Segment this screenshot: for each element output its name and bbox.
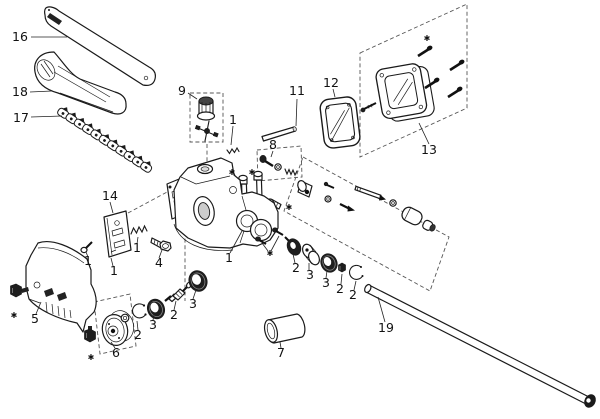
- clamp-sleeve: [263, 313, 306, 344]
- part-label-20: 1: [225, 250, 233, 265]
- asterisk-mark-1: ✱: [249, 168, 256, 177]
- tie-rod: [261, 126, 297, 142]
- assembly-axis-dash: [127, 190, 170, 214]
- guide-bar: [44, 6, 156, 86]
- part-label-21: 2: [292, 260, 300, 275]
- asterisk-mark-0: ✱: [229, 168, 236, 177]
- oil-pump: [194, 96, 219, 142]
- tension-spring: [130, 224, 148, 235]
- saw-chain: [55, 103, 156, 174]
- gear-head-cover: [360, 63, 435, 122]
- part-label-25: 2: [349, 287, 357, 302]
- asterisk-mark-4: ✱: [11, 311, 18, 320]
- part-label-10: 1: [84, 253, 92, 268]
- bearing: [320, 253, 338, 273]
- part-label-11: 1: [110, 263, 118, 278]
- bolt-4: [150, 237, 172, 252]
- group-box-gear-head-cover: [359, 3, 468, 158]
- gear-head-gasket: [319, 96, 361, 149]
- part-label-19: 3: [189, 296, 197, 311]
- part-label-17: 3: [149, 317, 157, 332]
- part-label-9: 14: [102, 188, 118, 203]
- output-gear: [302, 243, 320, 266]
- asterisk-mark-5: ✱: [88, 353, 95, 362]
- asterisk-mark-6: ✱: [424, 34, 431, 43]
- part-label-14: 5: [31, 311, 39, 326]
- group-box-hardware-8: [256, 145, 303, 182]
- part-label-8: 8: [269, 137, 277, 152]
- group-box-drum: [93, 293, 137, 355]
- part-label-2: 17: [13, 110, 29, 125]
- hardware-set-8: [259, 155, 298, 177]
- bar-mounting-plate: [103, 210, 132, 258]
- asterisk-marks: ✱ ✱ ✱ ✱ ✱ ✱ ✱: [11, 34, 431, 362]
- part-label-22: 3: [306, 267, 314, 282]
- circlip: [132, 303, 147, 319]
- sprocket-cover: [25, 241, 97, 333]
- drum-washer: [120, 313, 130, 323]
- part-label-0: 16: [12, 29, 28, 44]
- pole-shaft: [364, 283, 596, 408]
- clamp-screws: [255, 227, 284, 252]
- part-label-23: 3: [322, 275, 330, 290]
- output-bearing: [284, 236, 302, 256]
- part-label-6: 12: [323, 75, 339, 90]
- part-label-26: 7: [277, 345, 285, 360]
- circlip: [349, 264, 364, 280]
- clutch-drum: [101, 310, 134, 346]
- part-label-3: 9: [178, 83, 186, 98]
- part-label-24: 2: [336, 281, 344, 296]
- cover-nut: [84, 326, 96, 343]
- part-label-27: 19: [378, 320, 394, 335]
- dashed-group-boxes: [93, 3, 468, 355]
- bar-nut: [10, 283, 29, 298]
- group-box-drive-shaft-set: [283, 156, 450, 292]
- shaft-nut: [338, 262, 346, 273]
- part-label-12: 1: [133, 240, 141, 255]
- asterisk-mark-2: ✱: [286, 203, 293, 212]
- gearbox-housing: [166, 157, 279, 251]
- part-label-16: 2: [134, 327, 142, 342]
- part-label-15: 6: [112, 345, 120, 360]
- bar-cover: [34, 51, 127, 115]
- asterisk-mark-3: ✱: [267, 249, 274, 258]
- part-label-1: 18: [12, 84, 28, 99]
- part-label-7: 13: [421, 142, 437, 157]
- bearing: [188, 270, 208, 292]
- part-label-13: 4: [155, 255, 163, 270]
- drive-shaft-set: [297, 180, 436, 232]
- plate-bolt: [80, 241, 93, 254]
- part-label-5: 11: [289, 83, 305, 98]
- part-label-4: 1: [229, 112, 237, 127]
- bearing: [146, 298, 166, 320]
- group-box-oil-pump: [189, 92, 224, 143]
- leader-lines: [29, 36, 430, 349]
- part-label-18: 2: [170, 307, 178, 322]
